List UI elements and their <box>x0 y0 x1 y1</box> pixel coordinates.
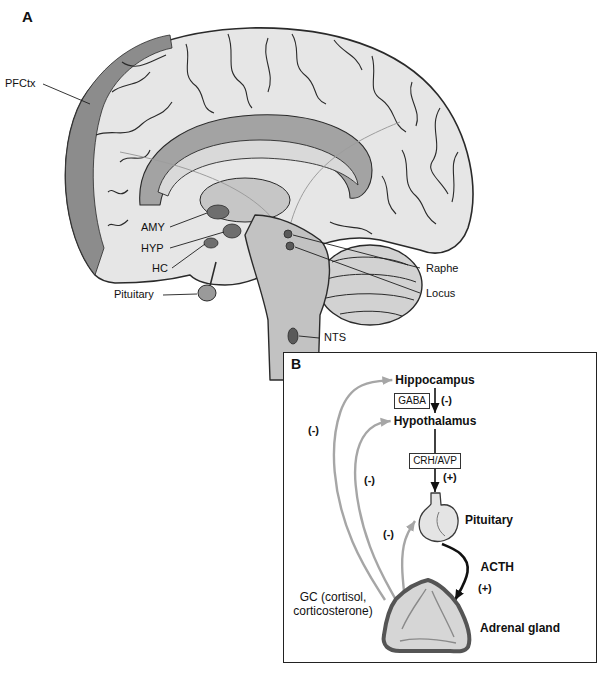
sulcus-line <box>122 55 166 66</box>
nts-region <box>288 328 298 344</box>
pituitary-shape <box>419 493 458 541</box>
panel-letter: A <box>22 8 33 25</box>
folium-line <box>340 311 402 316</box>
organ-name: Adrenal gland <box>480 621 560 635</box>
sulcus-line <box>108 190 128 194</box>
leader-line <box>172 244 205 268</box>
leader-line <box>43 84 90 104</box>
region-label: PFCtx <box>5 77 36 90</box>
sulcus-line <box>292 34 326 104</box>
hormone-box: CRH/AVP <box>409 453 461 469</box>
sulcus-line <box>402 150 436 224</box>
region-label: Locus <box>426 287 455 300</box>
sulcus-line <box>186 44 214 113</box>
effect-sign: (-) <box>308 424 319 437</box>
effect-sign: (-) <box>441 394 452 407</box>
sulcus-line <box>96 102 172 135</box>
pituitary-node: Pituitary <box>415 492 527 544</box>
adrenal-node-outline <box>380 575 476 655</box>
hormone-label: ACTH <box>480 560 515 574</box>
folium-line <box>326 294 414 300</box>
effect-sign: (-) <box>364 474 375 487</box>
connectors <box>334 380 468 600</box>
brain-group <box>43 28 473 380</box>
leader-lines <box>43 84 420 338</box>
organ-name: Hippocampus <box>395 373 474 387</box>
raphe-nucleus <box>284 230 292 238</box>
region-label: HC <box>151 262 169 275</box>
panel-letter: B <box>291 356 301 372</box>
adrenal-texture <box>400 589 456 643</box>
sulcus-line <box>431 108 448 194</box>
folium-line <box>332 257 408 265</box>
leader-line <box>163 294 197 295</box>
feedback-arrow <box>334 380 392 600</box>
sulcus-line <box>334 40 362 70</box>
sulcus-line <box>112 72 150 92</box>
leader-line <box>295 247 420 293</box>
organ-name: Pituitary <box>465 513 513 527</box>
sulcus-line <box>411 82 418 126</box>
transmitter-box: GABA <box>394 393 430 409</box>
sulcus-line <box>452 152 458 202</box>
effect-sign: (+) <box>478 582 492 595</box>
leader-line <box>299 336 319 338</box>
sulcus-line <box>120 150 150 162</box>
sulcus-line <box>266 38 271 92</box>
pituitary-region <box>198 285 216 301</box>
effect-sign: (+) <box>443 471 457 484</box>
hypothalamus-region <box>223 224 241 238</box>
locus-coeruleus <box>286 242 294 250</box>
thalamus <box>200 178 290 222</box>
folium-line <box>324 274 416 282</box>
hippocampus-region <box>204 238 218 248</box>
hormone-label: GC (cortisol, corticosterone) <box>288 590 378 618</box>
leader-line <box>170 232 224 248</box>
sulcus-line <box>228 34 252 108</box>
region-label: AMY <box>140 221 166 234</box>
sulcus-line <box>330 222 372 234</box>
leader-line <box>170 213 207 227</box>
amygdala-region <box>207 205 229 219</box>
pituitary-node-outline <box>415 492 463 546</box>
adrenal-shape <box>384 580 470 651</box>
panel-ground <box>283 352 597 663</box>
pituitary-lobe-line <box>437 512 445 536</box>
region-label: HYP <box>140 242 165 255</box>
sulcus-line <box>372 56 406 132</box>
region-label: Pituitary <box>114 288 154 301</box>
cerebellum <box>318 245 422 325</box>
organ-node: Hippocampus <box>392 372 477 388</box>
organ-node: Hypothalamus <box>391 413 480 429</box>
organ-name: Hypothalamus <box>394 414 477 428</box>
inhibition-arrow <box>434 388 436 413</box>
region-label: NTS <box>324 331 346 344</box>
leader-line <box>293 235 420 268</box>
region-label: Raphe <box>426 262 458 275</box>
projection-line <box>288 122 400 234</box>
pituitary-stalk <box>210 262 216 286</box>
feedback-arrow <box>355 421 396 600</box>
sulcus-line <box>108 220 128 226</box>
effect-sign: (-) <box>383 528 394 541</box>
adrenal-node: Adrenal gland <box>380 600 560 652</box>
sulcus-line <box>382 176 396 214</box>
sulci <box>96 34 458 234</box>
